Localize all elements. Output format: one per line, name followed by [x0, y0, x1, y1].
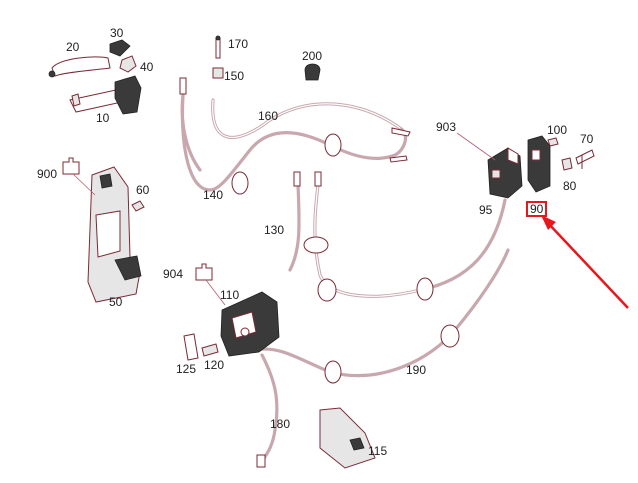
- label-140: 140: [203, 188, 224, 202]
- label-60: 60: [136, 183, 150, 197]
- label-903: 903: [436, 120, 457, 134]
- label-50: 50: [109, 295, 123, 309]
- label-150: 150: [224, 69, 245, 83]
- label-110: 110: [220, 288, 240, 302]
- cover-125: [183, 333, 199, 361]
- label-200: 200: [302, 49, 323, 63]
- label-130: 130: [264, 223, 285, 237]
- label-80: 80: [563, 179, 577, 193]
- clip-200: [304, 63, 321, 81]
- label-40: 40: [140, 60, 154, 74]
- label-100: 100: [547, 123, 568, 137]
- lock-110: [195, 263, 280, 357]
- bracket-70: [575, 149, 595, 169]
- actuator-90: [527, 135, 551, 193]
- label-904: 904: [163, 267, 184, 281]
- label-190: 190: [406, 363, 427, 377]
- label-10: 10: [96, 111, 110, 125]
- outside-handle-20: [48, 56, 111, 78]
- cable-160: [180, 93, 411, 195]
- cable-180: [256, 353, 279, 468]
- screw-80: [561, 157, 573, 171]
- bushing-150: [212, 67, 224, 79]
- label-95: 95: [479, 203, 493, 217]
- bolt-120: [201, 343, 219, 357]
- cable-140: [179, 77, 202, 172]
- screw-60: [131, 200, 145, 212]
- label-900: 900: [37, 167, 58, 181]
- label-30: 30: [110, 26, 124, 40]
- label-170: 170: [228, 37, 249, 51]
- clip-40: [119, 55, 137, 73]
- label-120: 120: [204, 358, 225, 372]
- highlighted-label-90: 90: [526, 201, 548, 217]
- handle-carrier-10: [69, 75, 142, 115]
- carrier-50: [87, 166, 142, 303]
- label-180: 180: [270, 417, 291, 431]
- label-70: 70: [580, 132, 594, 146]
- part-100: [547, 137, 559, 147]
- tag-900: [62, 157, 96, 196]
- label-20: 20: [66, 40, 80, 54]
- cable-190: [253, 171, 510, 384]
- label-125: 125: [176, 362, 197, 376]
- label-115: 115: [368, 444, 388, 458]
- handle-cap-30: [109, 39, 131, 57]
- bracket-115: [319, 407, 376, 469]
- label-160: 160: [258, 109, 279, 123]
- lock-module-95: [456, 132, 523, 199]
- highlight-arrow: [541, 215, 629, 309]
- rod-170: [215, 35, 221, 59]
